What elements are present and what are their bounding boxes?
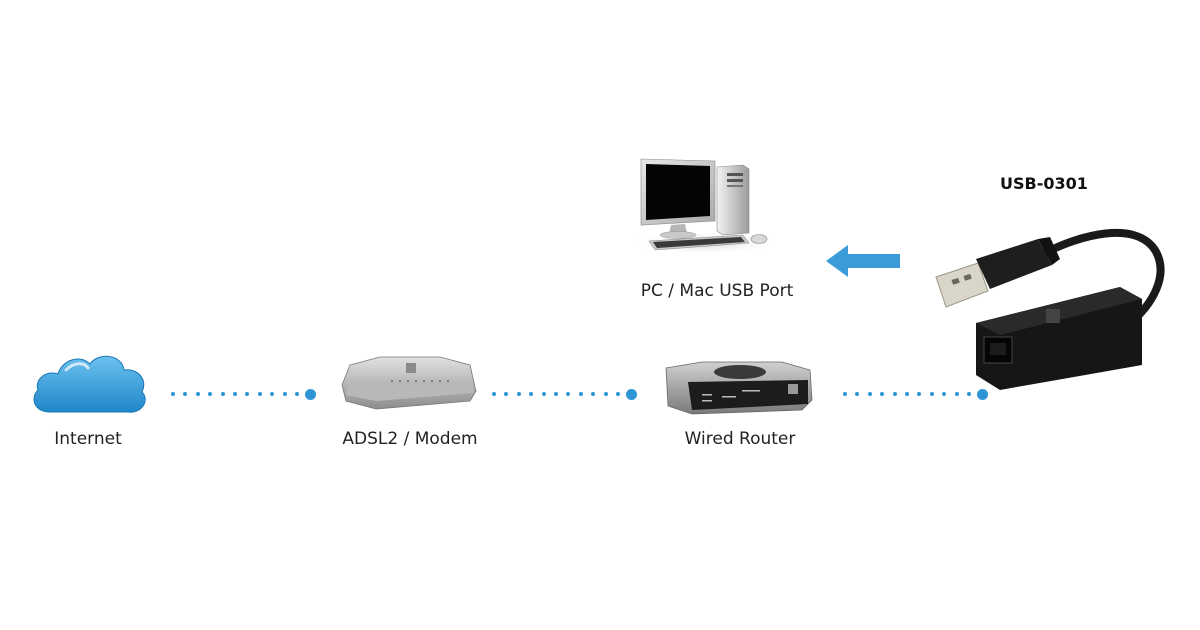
connection-dot xyxy=(183,392,188,396)
node-label-internet: Internet xyxy=(54,429,122,449)
connection-dot xyxy=(232,392,237,396)
connection-dot xyxy=(880,392,885,396)
connection-dot xyxy=(245,392,250,396)
arrow-left-icon xyxy=(826,245,902,277)
connection-dot xyxy=(892,392,897,396)
connection-dot xyxy=(529,392,534,396)
node-label-modem: ADSL2 / Modem xyxy=(342,429,478,449)
node-label-router: Wired Router xyxy=(684,429,796,449)
modem-icon xyxy=(340,355,480,415)
connection-dot xyxy=(541,392,546,396)
connection-dot xyxy=(270,392,275,396)
connection-dot xyxy=(615,392,620,396)
connection-dot xyxy=(855,392,860,396)
connection-dot xyxy=(492,392,496,396)
connection-dot xyxy=(843,392,847,396)
connection-dot xyxy=(282,392,287,396)
connection-dot xyxy=(566,392,571,396)
connection-modem-router xyxy=(492,388,638,400)
connection-dot xyxy=(917,392,922,396)
connection-dot xyxy=(257,392,262,396)
connection-internet-modem xyxy=(171,388,317,400)
connection-dot xyxy=(929,392,934,396)
connection-dot xyxy=(208,392,213,396)
connection-dot xyxy=(966,392,971,396)
connection-dot xyxy=(942,392,947,396)
connection-dot xyxy=(171,392,175,396)
connection-dot xyxy=(516,392,521,396)
product-title: USB-0301 xyxy=(1000,174,1088,193)
connection-endpoint xyxy=(977,388,989,400)
connection-dot xyxy=(867,392,872,396)
usb-ethernet-adapter-icon xyxy=(930,215,1170,390)
connection-endpoint xyxy=(626,388,638,400)
connection-dot xyxy=(578,392,583,396)
connection-dot xyxy=(603,392,608,396)
connection-dot xyxy=(195,392,200,396)
router-icon xyxy=(662,360,814,416)
desktop-computer-icon xyxy=(625,155,785,255)
connection-endpoint xyxy=(305,388,317,400)
connection-router-adapter xyxy=(843,388,989,400)
connection-dot xyxy=(591,392,596,396)
connection-dot xyxy=(553,392,558,396)
connection-dot xyxy=(220,392,225,396)
connection-dot xyxy=(954,392,959,396)
cloud-icon xyxy=(28,350,150,420)
connection-dot xyxy=(504,392,509,396)
connection-dot xyxy=(904,392,909,396)
connection-dot xyxy=(294,392,299,396)
node-label-pc: PC / Mac USB Port xyxy=(640,281,794,301)
